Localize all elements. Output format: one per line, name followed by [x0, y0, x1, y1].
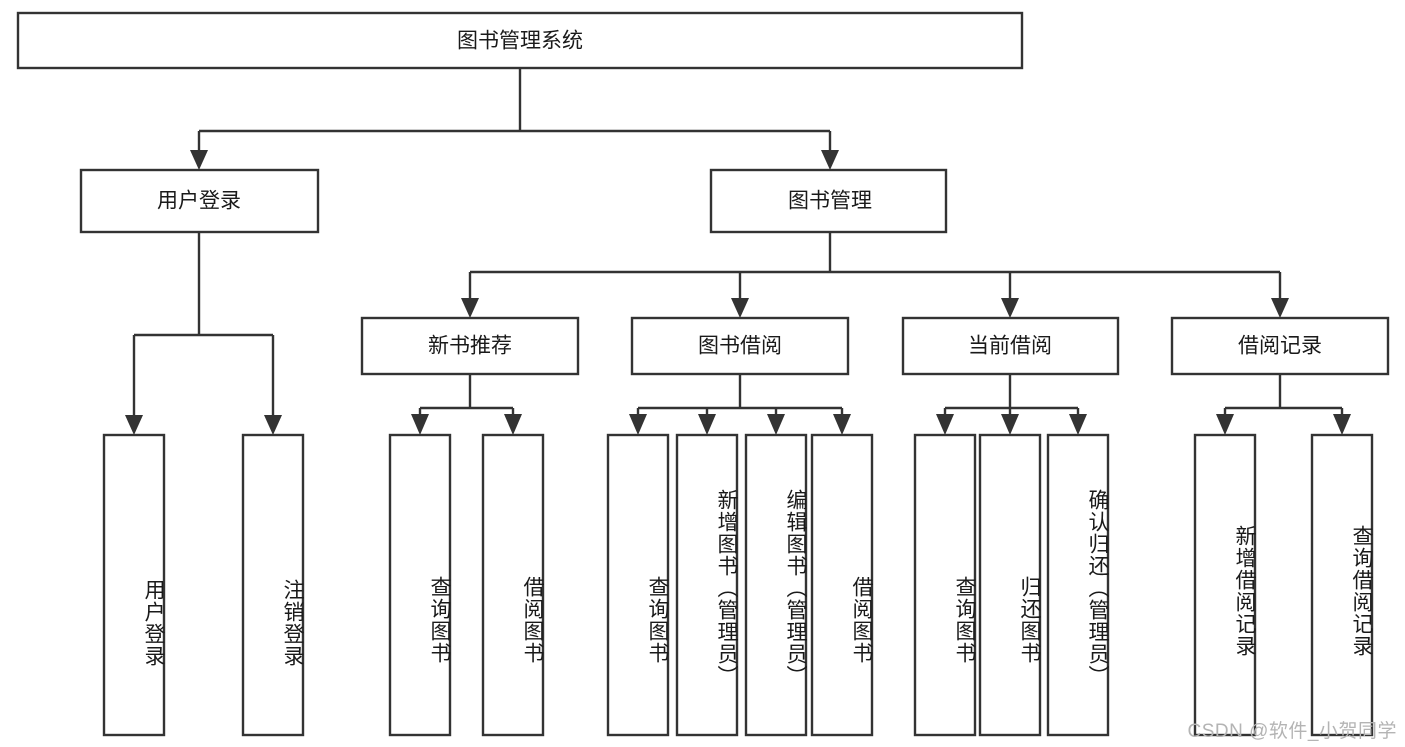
node-root-box[interactable]	[16, 11, 1024, 70]
leaf-boxes	[102, 433, 1374, 737]
node-leaf-query-record-box[interactable]	[1310, 433, 1374, 737]
connector-root-to-level2	[190, 68, 839, 170]
node-borrow-record[interactable]: 借阅记录	[1170, 316, 1390, 376]
node-leaf-borrow-book-2-box[interactable]	[810, 433, 874, 737]
node-root-label: 图书管理系统	[457, 30, 583, 53]
connector-newbook-to-leaves	[411, 374, 522, 435]
node-borrow-record-label: 借阅记录	[1238, 335, 1322, 358]
connector-userlogin-to-leaves	[125, 232, 282, 435]
node-user-login-box[interactable]	[79, 168, 320, 234]
node-new-book-recommend[interactable]: 新书推荐	[360, 316, 580, 376]
node-root[interactable]: 图书管理系统	[16, 11, 1024, 70]
node-leaf-user-login-box[interactable]	[102, 433, 166, 737]
node-leaf-return-book-box[interactable]	[978, 433, 1042, 737]
watermark-text: CSDN @软件_小贺同学	[1187, 721, 1397, 742]
connector-bookmgmt-to-level3	[461, 232, 1289, 318]
node-book-borrow-box[interactable]	[630, 316, 850, 376]
connector-borrowrecord-to-leaves	[1216, 374, 1351, 435]
node-leaf-user-logout-box[interactable]	[241, 433, 305, 737]
node-leaf-query-book-3-box[interactable]	[913, 433, 977, 737]
node-leaf-edit-book-box[interactable]	[744, 433, 808, 737]
node-book-management-label: 图书管理	[788, 190, 872, 213]
node-leaf-borrow-book-1-box[interactable]	[481, 433, 545, 737]
node-leaf-query-book-2-box[interactable]	[606, 433, 670, 737]
node-book-management[interactable]: 图书管理	[709, 168, 948, 234]
node-leaf-confirm-return-box[interactable]	[1046, 433, 1110, 737]
node-current-borrow-label: 当前借阅	[968, 335, 1052, 358]
connector-currentborrow-to-leaves	[936, 374, 1087, 435]
node-leaf-query-book-1-box[interactable]	[388, 433, 452, 737]
node-new-book-recommend-box[interactable]	[360, 316, 580, 376]
node-borrow-record-box[interactable]	[1170, 316, 1390, 376]
node-current-borrow[interactable]: 当前借阅	[901, 316, 1120, 376]
node-user-login-label: 用户登录	[157, 190, 241, 213]
node-book-borrow[interactable]: 图书借阅	[630, 316, 850, 376]
node-new-book-recommend-label: 新书推荐	[428, 335, 512, 358]
node-user-login[interactable]: 用户登录	[79, 168, 320, 234]
node-book-borrow-label: 图书借阅	[698, 335, 782, 358]
node-leaf-add-record-box[interactable]	[1193, 433, 1257, 737]
node-leaf-add-book-box[interactable]	[675, 433, 739, 737]
node-book-management-box[interactable]	[709, 168, 948, 234]
node-current-borrow-box[interactable]	[901, 316, 1120, 376]
connector-bookborrow-to-leaves	[629, 374, 851, 435]
